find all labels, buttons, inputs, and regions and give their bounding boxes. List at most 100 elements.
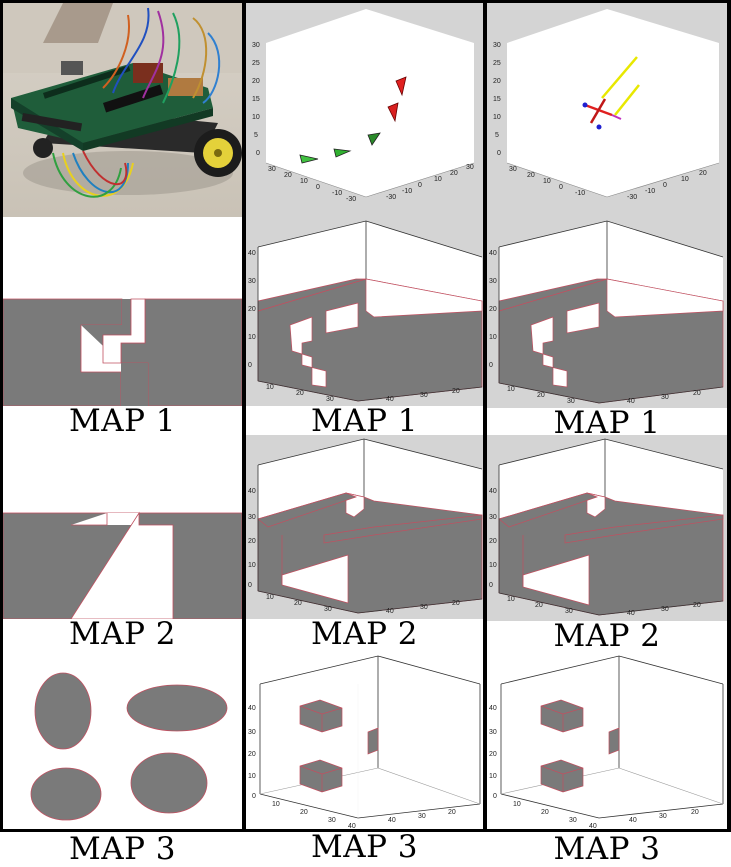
y-tick: -30 <box>386 194 396 201</box>
y-tick: 40 <box>629 817 637 824</box>
map3-2d <box>3 648 242 829</box>
z-tick: 20 <box>252 78 260 85</box>
y-tick: 40 <box>627 610 635 617</box>
grid-frame-top <box>0 0 731 3</box>
y-tick: 10 <box>434 176 442 183</box>
x-tick: 10 <box>300 178 308 185</box>
z-tick: 0 <box>493 793 497 800</box>
x-tick: 30 <box>268 166 276 173</box>
x-tick: 20 <box>527 172 535 179</box>
z-tick: 0 <box>489 582 493 589</box>
z-tick: 30 <box>489 729 497 736</box>
caption-col3-map1: MAP 1 <box>487 408 727 439</box>
y-tick: 10 <box>681 176 689 183</box>
x-tick: -10 <box>575 190 585 197</box>
y-tick: 20 <box>693 390 701 397</box>
x-tick: 10 <box>543 178 551 185</box>
caption-col1-map1: MAP 1 <box>3 406 242 437</box>
grid-divider-2 <box>483 0 487 832</box>
trajectory-plot-lines: 30 25 20 15 10 5 0 30 20 10 0 -10 -30 -1… <box>487 3 727 217</box>
caption-col1-map2: MAP 2 <box>3 619 242 650</box>
z-tick: 25 <box>252 60 260 67</box>
z-tick: 5 <box>254 132 258 139</box>
x-tick: 10 <box>266 384 274 391</box>
z-tick: 20 <box>248 538 256 545</box>
z-tick: 0 <box>256 150 260 157</box>
x-tick: 10 <box>272 801 280 808</box>
x-tick: 30 <box>328 817 336 824</box>
caption-col3-map2: MAP 2 <box>487 621 727 652</box>
y-tick: 30 <box>420 604 428 611</box>
x-tick: 0 <box>316 184 320 191</box>
y-tick: 30 <box>661 394 669 401</box>
z-tick: 40 <box>248 250 256 257</box>
x-tick: 20 <box>294 600 302 607</box>
y-tick: 30 <box>466 164 474 171</box>
x-tick: 30 <box>324 606 332 613</box>
map2-2d <box>3 435 242 619</box>
map1-2d <box>3 217 242 406</box>
map3-3d: 40 30 20 10 0 10 20 30 40 40 30 20 <box>246 648 483 829</box>
trajectory-plot-arrows: 30 25 20 15 10 5 0 30 20 10 0 -10 -30 -3… <box>246 3 483 217</box>
x-tick: 40 <box>589 823 597 829</box>
grid-frame-right <box>727 0 731 832</box>
y-tick: 0 <box>418 182 422 189</box>
z-tick: 10 <box>248 334 256 341</box>
x-tick: 40 <box>348 823 356 829</box>
map2-3d: 40 30 20 10 0 10 20 30 40 30 20 <box>246 435 483 619</box>
x-tick: 30 <box>569 817 577 824</box>
z-tick: 10 <box>489 334 497 341</box>
z-tick: 10 <box>493 114 501 121</box>
z-tick: 0 <box>248 582 252 589</box>
x-tick: 10 <box>507 386 515 393</box>
robot-photo <box>3 3 242 217</box>
caption-col2-map3: MAP 3 <box>246 832 483 863</box>
z-tick: 20 <box>489 538 497 545</box>
caption-col2-map1: MAP 1 <box>246 406 483 437</box>
x-tick: 30 <box>565 608 573 615</box>
z-tick: 30 <box>248 278 256 285</box>
z-tick: 30 <box>489 278 497 285</box>
z-tick: 10 <box>248 562 256 569</box>
y-tick: 20 <box>699 170 707 177</box>
z-tick: 10 <box>489 562 497 569</box>
y-tick: 20 <box>691 809 699 816</box>
z-tick: 30 <box>252 42 260 49</box>
z-tick: 20 <box>489 751 497 758</box>
z-tick: 10 <box>248 773 256 780</box>
y-tick: 20 <box>693 602 701 609</box>
z-tick: 20 <box>489 306 497 313</box>
y-tick: 0 <box>663 182 667 189</box>
z-tick: 40 <box>248 488 256 495</box>
z-tick: 0 <box>252 793 256 800</box>
x-tick: -30 <box>346 196 356 203</box>
z-tick: 40 <box>489 705 497 712</box>
y-tick: -10 <box>402 188 412 195</box>
map1-3d: 40 30 20 10 0 10 20 30 40 30 20 <box>246 217 483 406</box>
grid-frame-bottom <box>0 829 731 832</box>
z-tick: 30 <box>248 729 256 736</box>
x-tick: 20 <box>296 390 304 397</box>
z-tick: 5 <box>495 132 499 139</box>
z-tick: 0 <box>497 150 501 157</box>
x-tick: 20 <box>535 602 543 609</box>
z-tick: 20 <box>248 751 256 758</box>
y-tick: 30 <box>661 606 669 613</box>
grid-frame-left <box>0 0 3 832</box>
map3-3d-result: 40 30 20 10 0 10 20 30 40 40 30 20 <box>487 648 727 829</box>
z-tick: 30 <box>248 514 256 521</box>
x-tick: 30 <box>509 166 517 173</box>
x-tick: -10 <box>332 190 342 197</box>
y-tick: 20 <box>452 388 460 395</box>
x-tick: 20 <box>537 392 545 399</box>
y-tick: 40 <box>386 396 394 403</box>
y-tick: 30 <box>418 813 426 820</box>
z-tick: 40 <box>489 250 497 257</box>
z-tick: 30 <box>493 42 501 49</box>
z-tick: 20 <box>248 306 256 313</box>
z-tick: 30 <box>489 514 497 521</box>
y-tick: -30 <box>627 194 637 201</box>
z-tick: 20 <box>493 78 501 85</box>
y-tick: 30 <box>659 813 667 820</box>
x-tick: 20 <box>300 809 308 816</box>
